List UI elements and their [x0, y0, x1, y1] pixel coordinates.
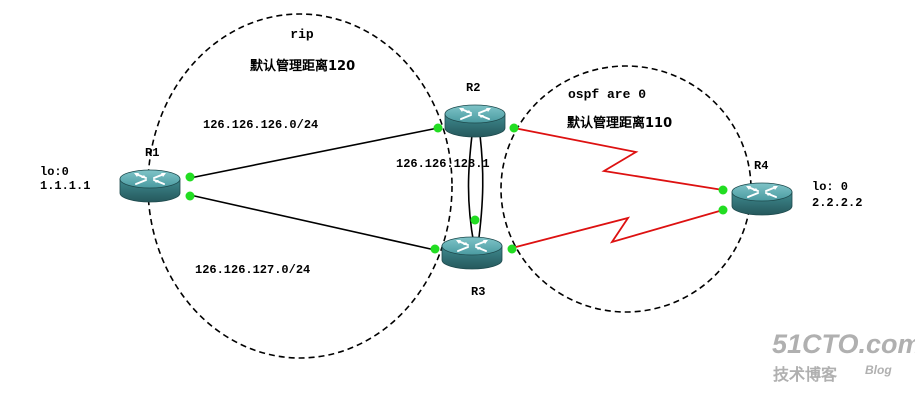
interface-ports [185, 123, 728, 254]
router-r4[interactable] [731, 182, 793, 216]
network-r1-r3-label: 126.126.127.0/24 [195, 263, 310, 277]
router-r2-label: R2 [466, 81, 480, 95]
watermark-brand: 51CTO.com [772, 329, 915, 359]
router-r1-label: R1 [145, 146, 159, 160]
router-r4-label: R4 [754, 159, 768, 173]
link-r2-r4-serial [513, 127, 724, 191]
watermark-subtitle: 技术博客 [773, 365, 838, 384]
network-r1-r2-label: 126.126.126.0/24 [203, 118, 318, 132]
r1-loopback-name: lo:0 [40, 165, 69, 179]
router-r3[interactable] [441, 236, 503, 270]
watermark: 51CTO.com 技术博客 Blog [772, 329, 915, 384]
rip-area-name: rip [290, 27, 314, 42]
rip-area-boundary [147, 13, 453, 359]
ospf-admin-distance: 默认管理距离110 [567, 115, 672, 131]
r1-loopback-ip: 1.1.1.1 [40, 179, 90, 193]
watermark-blog: Blog [865, 363, 892, 377]
network-r2-r3-label: 126.126.128.1 [396, 157, 490, 171]
r4-loopback-ip: 2.2.2.2 [812, 196, 862, 210]
router-r1[interactable] [119, 169, 181, 203]
r4-loopback-name: lo: 0 [812, 180, 848, 194]
ospf-area-name: ospf are 0 [568, 87, 646, 102]
link-r1-r3 [189, 194, 436, 251]
router-r2[interactable] [444, 104, 506, 138]
link-r3-r4-serial [511, 209, 724, 249]
router-r3-label: R3 [471, 285, 485, 299]
rip-admin-distance: 默认管理距离120 [250, 58, 355, 74]
link-r2-r3 [467, 134, 484, 246]
link-r1-r2 [189, 127, 439, 179]
